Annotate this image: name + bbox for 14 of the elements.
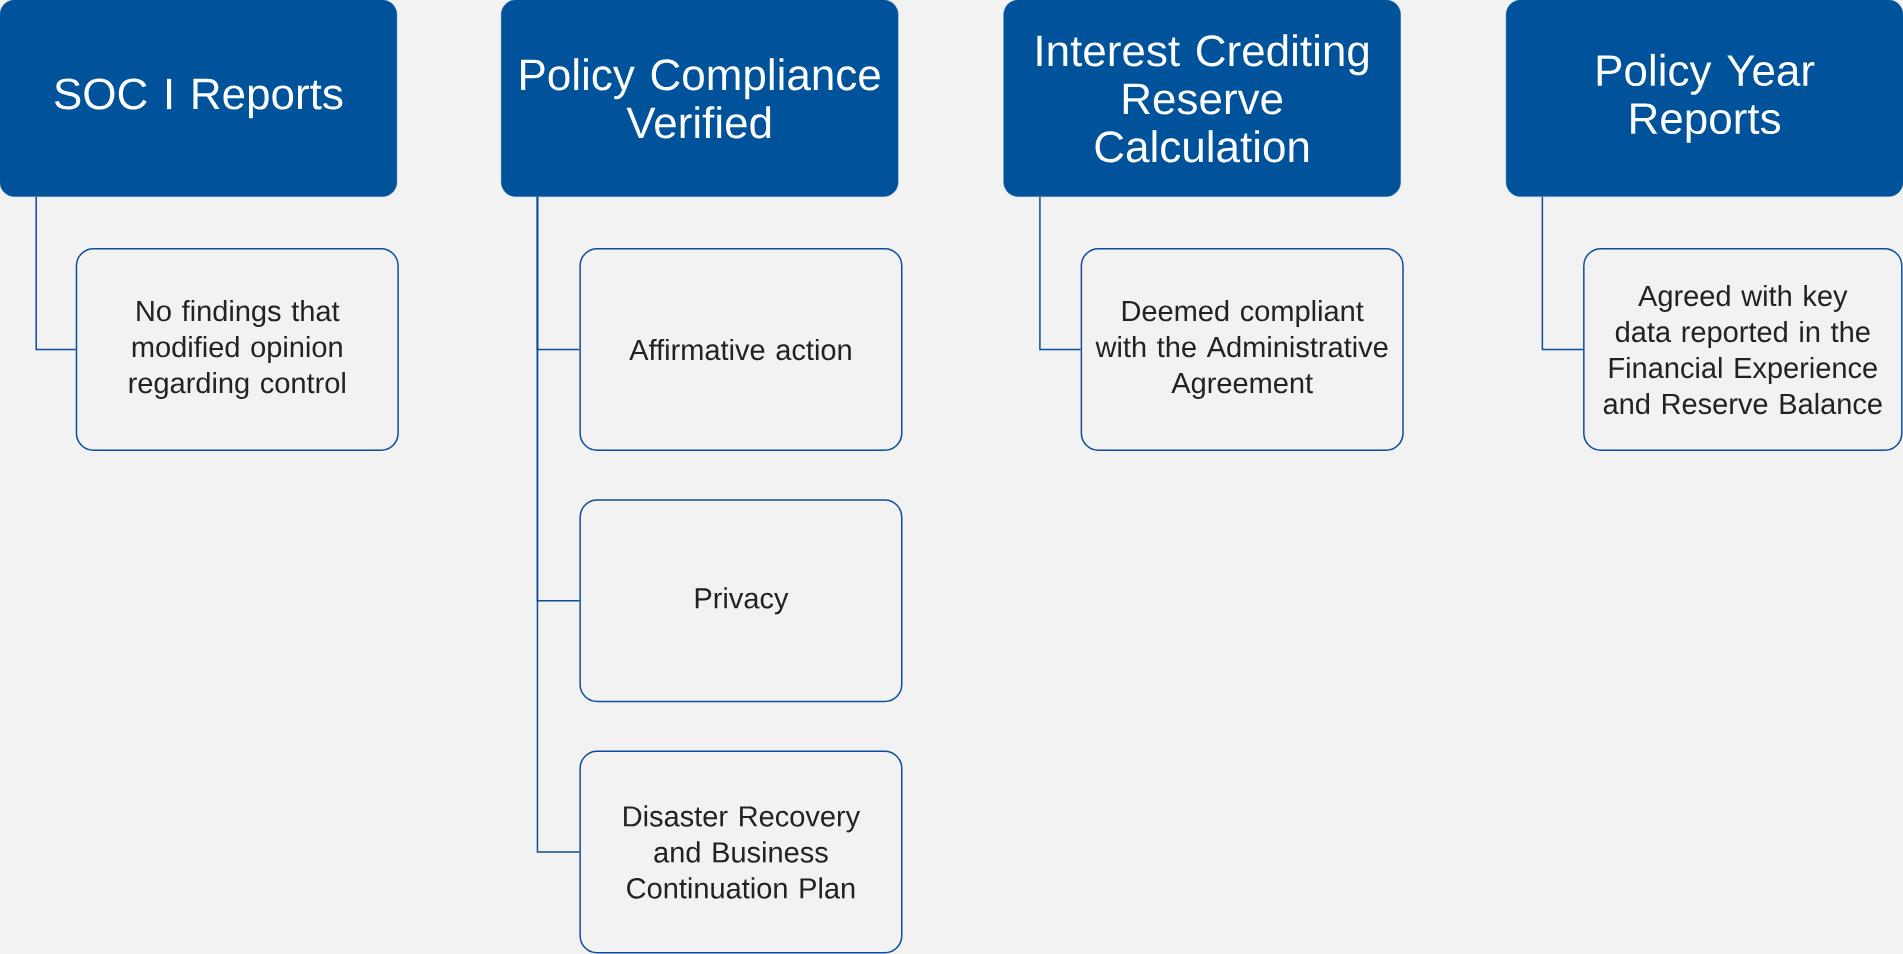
header-box: Interest Crediting Reserve Calculation xyxy=(1003,0,1401,197)
text-box: Agreed with key data reported in the Financial Experience and Reserve Balance xyxy=(1583,248,1903,451)
header-box: SOC I Reports xyxy=(0,0,398,197)
text-box: Privacy xyxy=(579,499,903,703)
connector-line xyxy=(1039,196,1082,351)
text-box: No findings that modified opinion regarding control xyxy=(75,248,399,451)
header-box: Policy Year Reports xyxy=(1505,0,1903,197)
connector-line xyxy=(1541,196,1584,351)
text-box: Disaster Recovery and Business Continuation Plan xyxy=(579,750,903,954)
text-box: Deemed compliant with the Administrative Agreement xyxy=(1080,248,1404,451)
connector-line xyxy=(35,196,77,351)
header-box: Policy Compliance Verified xyxy=(501,0,899,197)
connector-line xyxy=(536,196,581,853)
text-box: Affirmative action xyxy=(579,248,903,451)
